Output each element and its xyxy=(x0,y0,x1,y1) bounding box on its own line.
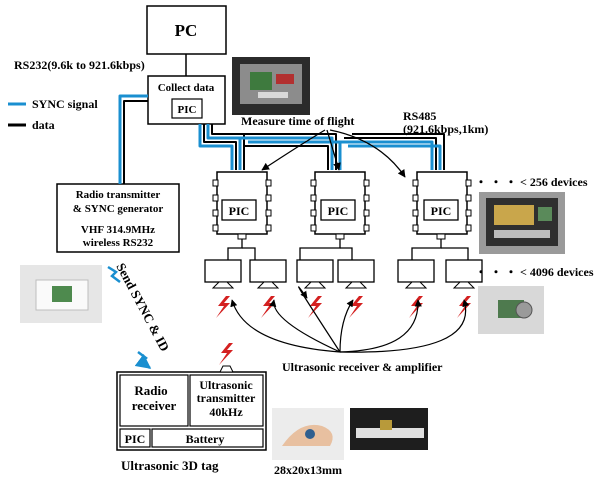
collect-pic-box xyxy=(171,98,203,119)
send-sync-label: Send SYNC & ID xyxy=(113,260,172,353)
receiver-6 xyxy=(445,259,483,318)
radio-line2: & SYNC generator xyxy=(73,203,164,215)
receiver-5 xyxy=(397,259,435,318)
ultrasonic-transducer-icon xyxy=(256,281,280,289)
node-3-pic: PIC xyxy=(431,204,452,218)
radio-transmitter-box xyxy=(56,183,180,253)
ultrasonic-transducer-icon xyxy=(303,281,327,289)
rs232-label: RS232(9.6k to 921.6kbps) xyxy=(14,58,145,72)
node-box-3: PIC xyxy=(412,171,472,240)
pc-box xyxy=(146,5,227,55)
collect-pic-label: PIC xyxy=(178,104,197,116)
legend-data-label: data xyxy=(32,118,55,132)
ultrasonic-transducer-icon xyxy=(452,281,476,289)
node-box-1: PIC xyxy=(212,171,272,240)
rs485-label: RS485 xyxy=(403,109,436,123)
wireless-icon xyxy=(107,265,152,369)
node-1-pic: PIC xyxy=(229,204,250,218)
collect-data-label: Collect data xyxy=(158,82,215,94)
lightning-bolt-icon xyxy=(349,296,363,318)
tag-battery-box xyxy=(151,428,264,448)
size-label: 28x20x13mm xyxy=(274,463,342,477)
tag-battery-label: Battery xyxy=(186,432,225,446)
tag-transmitter-box xyxy=(189,374,264,427)
tag-ruler-photo xyxy=(350,408,428,450)
receiver-label: Ultrasonic receiver & amplifier xyxy=(282,360,443,374)
receiver-arrows xyxy=(230,286,470,353)
ultrasonic-transducer-icon xyxy=(219,365,234,373)
receiver-2 xyxy=(249,259,287,318)
rs485-sublabel: (921.6kbps,1km) xyxy=(403,122,488,136)
node-receiver-links xyxy=(227,239,469,260)
measure-arrows xyxy=(261,129,406,178)
tag-pic-box xyxy=(119,428,151,448)
node-2-pic: PIC xyxy=(328,204,349,218)
measure-label: Measure time of flight xyxy=(241,114,354,128)
pc-label: PC xyxy=(175,21,198,40)
transmitter-photo xyxy=(20,265,102,323)
lightning-bolt-icon xyxy=(216,296,230,318)
receiver-4 xyxy=(337,259,375,318)
lightning-bolt-icon xyxy=(261,296,275,318)
tag-hand-photo xyxy=(272,408,344,460)
tag-radio-box xyxy=(119,374,189,427)
receiver-device-photo xyxy=(478,286,544,334)
lightning-bolt-icon xyxy=(219,343,233,365)
radio-line3: VHF 314.9MHz xyxy=(81,224,155,236)
node-device-photo xyxy=(479,192,565,254)
tag-us-line1: Ultrasonic xyxy=(199,378,253,392)
tag-caption: Ultrasonic 3D tag xyxy=(121,458,219,473)
cable-bus xyxy=(198,124,445,170)
node-box-2: PIC xyxy=(310,171,370,240)
lightning-bolt-icon xyxy=(308,296,322,318)
legend-sync-label: SYNC signal xyxy=(32,97,98,111)
radio-line4: wireless RS232 xyxy=(83,237,154,249)
tag-us-line3: 40kHz xyxy=(209,405,243,419)
radio-line1: Radio transmitter xyxy=(76,189,161,201)
cable-collect-radio xyxy=(118,94,148,184)
tag-radio-line1: Radio xyxy=(134,383,167,398)
devices-256: ・ ・ ・ < 256 devices xyxy=(475,175,588,189)
receiver-3 xyxy=(296,259,334,318)
ultrasonic-transducer-icon xyxy=(211,281,235,289)
ultrasonic-transducer-icon xyxy=(344,281,368,289)
lightning-bolt-icon xyxy=(457,296,471,318)
devices-4096: ・ ・ ・ < 4096 devices xyxy=(475,265,594,279)
receiver-1 xyxy=(204,259,242,318)
collect-unit-photo xyxy=(232,57,310,115)
ultrasonic-transducer-icon xyxy=(404,281,428,289)
tag-us-line2: transmitter xyxy=(197,391,256,405)
tag-radio-line2: receiver xyxy=(132,398,177,413)
tag-pic-label: PIC xyxy=(125,432,146,446)
